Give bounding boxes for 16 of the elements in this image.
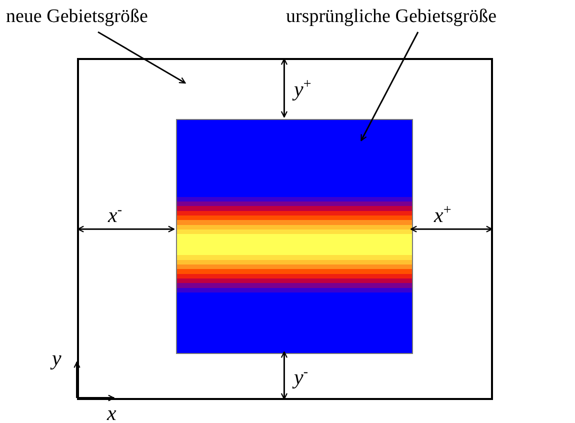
- annotation-text: neue Gebietsgröße: [6, 6, 176, 32]
- edge-label: y$^{-}$: [294, 366, 308, 388]
- annotation-text: ursprüngliche Gebietsgröße: [286, 6, 566, 32]
- axis-label: x: [107, 403, 116, 423]
- leader-arrow: [360, 32, 419, 142]
- leader-arrow: [410, 226, 493, 232]
- leader-arrow: [280, 351, 288, 400]
- edge-label: x$^{+}$: [434, 204, 452, 226]
- edge-label: x$^{-}$: [108, 204, 122, 226]
- axis-label: y: [52, 348, 62, 369]
- domain-boundary: [77, 58, 493, 400]
- edge-label: y$^{+}$: [294, 78, 312, 100]
- leader-arrow: [77, 226, 175, 232]
- heatmap-picture: [176, 119, 413, 354]
- leader-arrow: [98, 31, 186, 84]
- leader-arrow: [280, 58, 288, 118]
